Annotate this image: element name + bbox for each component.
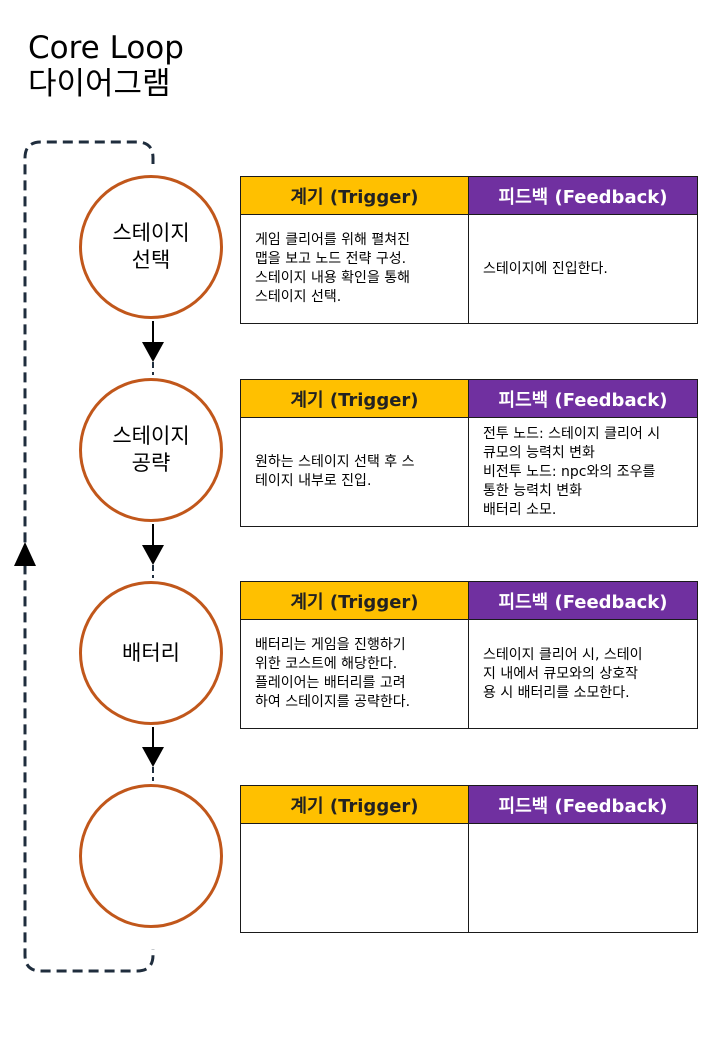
feedback-header-1: 피드백 (Feedback) xyxy=(469,177,697,215)
page-title: Core Loop 다이어그램 xyxy=(28,30,184,102)
trigger-header-3: 계기 (Trigger) xyxy=(241,582,469,620)
trigger-header-2: 계기 (Trigger) xyxy=(241,380,469,418)
stage-circle-1: 스테이지 선택 xyxy=(79,175,223,319)
trigger-header-1: 계기 (Trigger) xyxy=(241,177,469,215)
trigger-text-1: 게임 클리어를 위해 펼쳐진 맵을 보고 노드 전략 구성. 스테이지 내용 확… xyxy=(241,215,469,323)
stage-card-3: 계기 (Trigger) 피드백 (Feedback) 배터리는 게임을 진행하… xyxy=(240,581,698,729)
feedback-text-4 xyxy=(469,824,697,932)
feedback-text-2: 전투 노드: 스테이지 클리어 시 큐모의 능력치 변화 비전투 노드: npc… xyxy=(483,425,661,518)
title-line-2: 다이어그램 xyxy=(28,66,171,102)
trigger-header-4: 계기 (Trigger) xyxy=(241,786,469,824)
feedback-header-3: 피드백 (Feedback) xyxy=(469,582,697,620)
trigger-text-3: 배터리는 게임을 진행하기 위한 코스트에 해당한다. 플레이어는 배터리를 고… xyxy=(241,620,469,728)
down-arrow-icon-3 xyxy=(142,747,164,767)
stage-card-4: 계기 (Trigger) 피드백 (Feedback) xyxy=(240,785,698,933)
loop-up-arrow-icon xyxy=(14,542,36,566)
feedback-header-2: 피드백 (Feedback) xyxy=(469,380,697,418)
feedback-text-3: 스테이지 클리어 시, 스테이 지 내에서 큐모와의 상호작 용 시 배터리를 … xyxy=(483,646,643,701)
stage-label-2: 스테이지 공략 xyxy=(112,424,190,475)
title-line-1: Core Loop xyxy=(28,30,184,66)
trigger-text-2: 원하는 스테이지 선택 후 스 테이지 내부로 진입. xyxy=(241,418,469,526)
stage-label-3: 배터리 xyxy=(122,640,180,665)
feedback-text-1: 스테이지에 진입한다. xyxy=(483,260,608,277)
trigger-text-4 xyxy=(241,824,469,932)
down-arrow-icon-1 xyxy=(142,342,164,362)
stage-circle-2: 스테이지 공략 xyxy=(79,378,223,522)
stage-circle-3: 배터리 xyxy=(79,581,223,725)
stage-card-1: 계기 (Trigger) 피드백 (Feedback) 게임 클리어를 위해 펼… xyxy=(240,176,698,324)
down-arrow-icon-2 xyxy=(142,545,164,565)
stage-circle-4 xyxy=(79,784,223,928)
feedback-header-4: 피드백 (Feedback) xyxy=(469,786,697,824)
stage-label-1: 스테이지 선택 xyxy=(112,221,190,272)
stage-card-2: 계기 (Trigger) 피드백 (Feedback) 원하는 스테이지 선택 … xyxy=(240,379,698,527)
